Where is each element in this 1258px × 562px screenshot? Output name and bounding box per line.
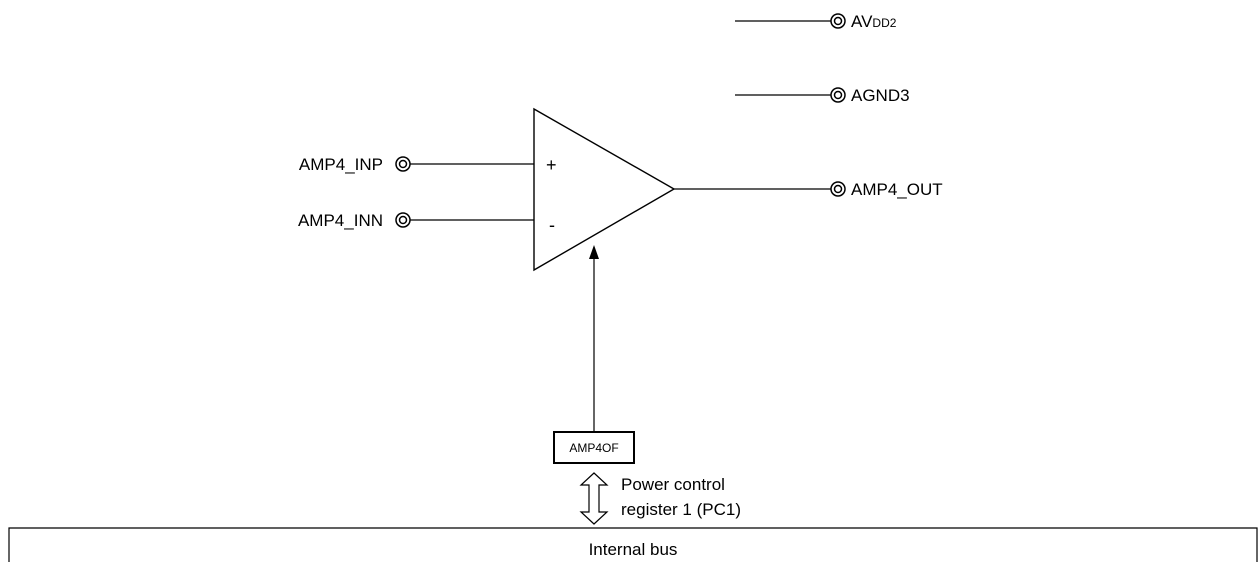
avdd2-terminal-inner <box>833 16 843 26</box>
amp4-opamp-triangle <box>533 107 676 272</box>
agnd3-label: AGND3 <box>851 86 910 105</box>
avdd2-subscript: DD2 <box>872 16 896 30</box>
amp4-inn-pin: AMP4_INN <box>298 211 534 230</box>
amp4of-bit-label: AMP4OF <box>569 441 618 455</box>
amp4-inn-label: AMP4_INN <box>298 211 383 230</box>
avdd2-label: AV <box>851 12 873 31</box>
svg-text:AVDD2: AVDD2 <box>851 12 897 31</box>
register-name-line1: Power control <box>621 475 725 494</box>
bidirectional-arrow-icon <box>579 472 609 525</box>
amp4-out-terminal-outer <box>830 181 846 197</box>
agnd3-terminal-inner <box>833 90 843 100</box>
amp4of-bit-box <box>553 431 635 464</box>
control-arrowhead-icon <box>589 245 599 259</box>
amp4-inp-label: AMP4_INP <box>299 155 383 174</box>
opamp-plus-sign: + <box>546 155 557 175</box>
agnd3-terminal-outer <box>830 87 846 103</box>
amp4-out-terminal-inner <box>833 184 843 194</box>
avdd2-pin: AVDD2 <box>735 12 897 31</box>
amp4-out-label: AMP4_OUT <box>851 180 943 199</box>
avdd2-terminal-outer <box>830 13 846 29</box>
agnd3-pin: AGND3 <box>735 86 910 105</box>
amp4-out-pin: AMP4_OUT <box>674 180 943 199</box>
internal-bus-label: Internal bus <box>589 540 678 559</box>
amp4-inn-terminal-outer <box>395 212 411 228</box>
opamp-minus-sign: - <box>549 215 555 235</box>
internal-bus-box <box>8 527 1258 562</box>
amp4-inp-terminal-outer <box>395 156 411 172</box>
register-name-line2: register 1 (PC1) <box>621 500 741 519</box>
amp4-inp-pin: AMP4_INP <box>299 155 534 174</box>
amp4-inp-terminal-inner <box>398 159 408 169</box>
amp4-inn-terminal-inner <box>398 215 408 225</box>
